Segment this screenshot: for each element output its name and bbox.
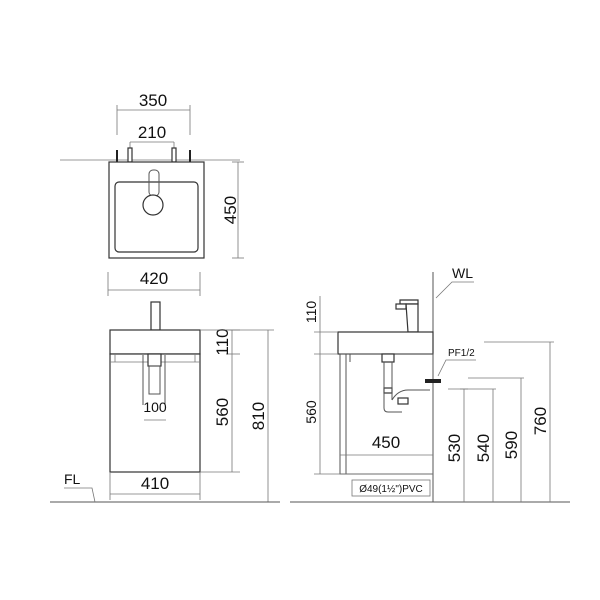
- dim-basin-width: 420: [140, 269, 168, 288]
- supply-fitting-label: PF1/2: [448, 348, 475, 359]
- drain-pipe-label: Ø49(1½")PVC: [359, 484, 423, 495]
- dim-height-540: 540: [474, 434, 493, 462]
- drain-icon: [142, 194, 164, 216]
- wall-line-label: WL: [452, 265, 473, 281]
- side-view: WL PF1/2 110 560 450 Ø49(: [290, 265, 570, 503]
- dim-height-760: 760: [531, 407, 550, 435]
- dim-drain-spacing: 100: [143, 399, 167, 415]
- dim-tap-span-outer: 350: [139, 91, 167, 110]
- dim-side-cabinet-height: 560: [303, 400, 319, 424]
- dim-basin-depth: 450: [221, 196, 240, 224]
- dim-front-cabinet-height: 560: [213, 398, 232, 426]
- dim-cabinet-width: 410: [141, 474, 169, 493]
- front-view: 100 110 560 810 410 FL: [50, 301, 280, 503]
- dim-height-590: 590: [502, 431, 521, 459]
- dim-side-basin-height: 110: [303, 301, 319, 324]
- dim-front-basin-height: 110: [213, 328, 232, 355]
- dim-height-530: 530: [445, 434, 464, 462]
- dim-total-height: 810: [249, 402, 268, 430]
- floor-level-label: FL: [64, 471, 81, 487]
- dim-tap-span-inner: 210: [138, 123, 166, 142]
- dim-cabinet-depth: 450: [372, 433, 400, 452]
- top-view: 350 210 450 420: [60, 91, 244, 296]
